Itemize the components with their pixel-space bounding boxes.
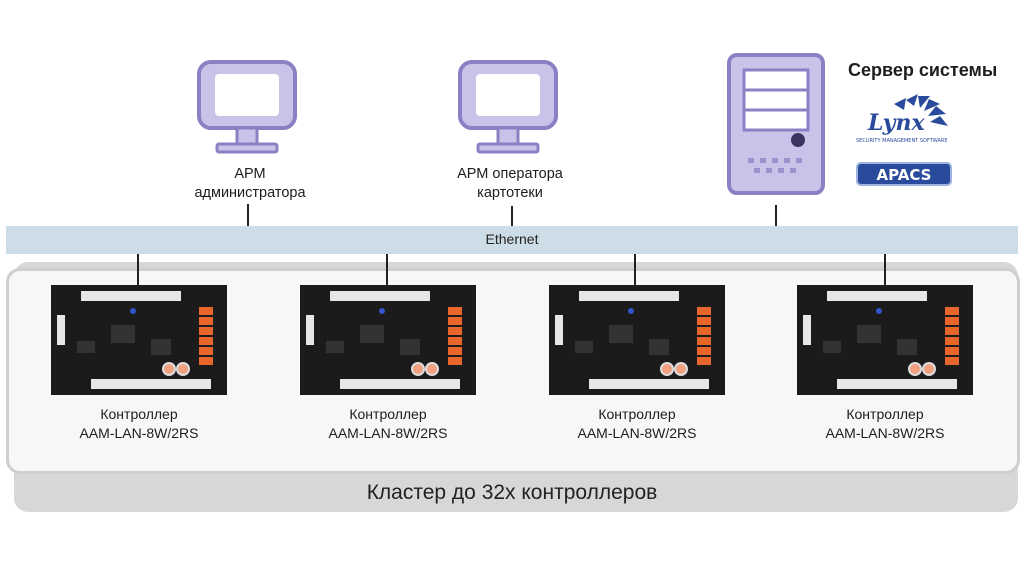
server-connector-line — [775, 205, 777, 226]
svg-text:APACS: APACS — [877, 166, 932, 184]
controller-4-connector-line — [884, 254, 886, 286]
admin-connector-line — [247, 204, 249, 226]
controller-2-board-image — [300, 285, 476, 395]
controller-2-label: Контроллер AAM-LAN-8W/2RS — [328, 406, 448, 441]
ethernet-label: Ethernet — [485, 231, 539, 247]
controller-1-label: Контроллер AAM-LAN-8W/2RS — [79, 406, 199, 441]
apacs-logo: APACS — [856, 162, 952, 186]
controller-4-board-image — [797, 285, 973, 395]
controller-3-connector-line — [634, 254, 636, 286]
admin-workstation-label: АРМ администратора — [194, 166, 306, 201]
server-tower-icon — [727, 53, 825, 195]
controller-4-label: Контроллер AAM-LAN-8W/2RS — [825, 406, 945, 441]
lynx-logo: Lynx SECURITY MANAGEMENT SOFTWARE — [856, 94, 948, 144]
controller-3-label: Контроллер AAM-LAN-8W/2RS — [577, 406, 697, 441]
operator-workstation-monitor-icon — [458, 60, 558, 154]
controller-3-board-image — [549, 285, 725, 395]
server-title: Сервер системы — [848, 60, 998, 80]
controller-1-board-image — [51, 285, 227, 395]
controller-1-connector-line — [137, 254, 139, 286]
operator-workstation-label: АРМ оператора картотеки — [457, 166, 563, 201]
operator-connector-line — [511, 206, 513, 226]
svg-text:Lynx: Lynx — [867, 110, 925, 136]
cluster-label: Кластер до 32х контроллеров — [366, 481, 658, 504]
controller-2-connector-line — [386, 254, 388, 286]
ethernet-bus: Ethernet — [6, 226, 1018, 254]
admin-workstation-monitor-icon — [197, 60, 297, 154]
svg-text:SECURITY MANAGEMENT SOFTWARE: SECURITY MANAGEMENT SOFTWARE — [856, 138, 948, 144]
